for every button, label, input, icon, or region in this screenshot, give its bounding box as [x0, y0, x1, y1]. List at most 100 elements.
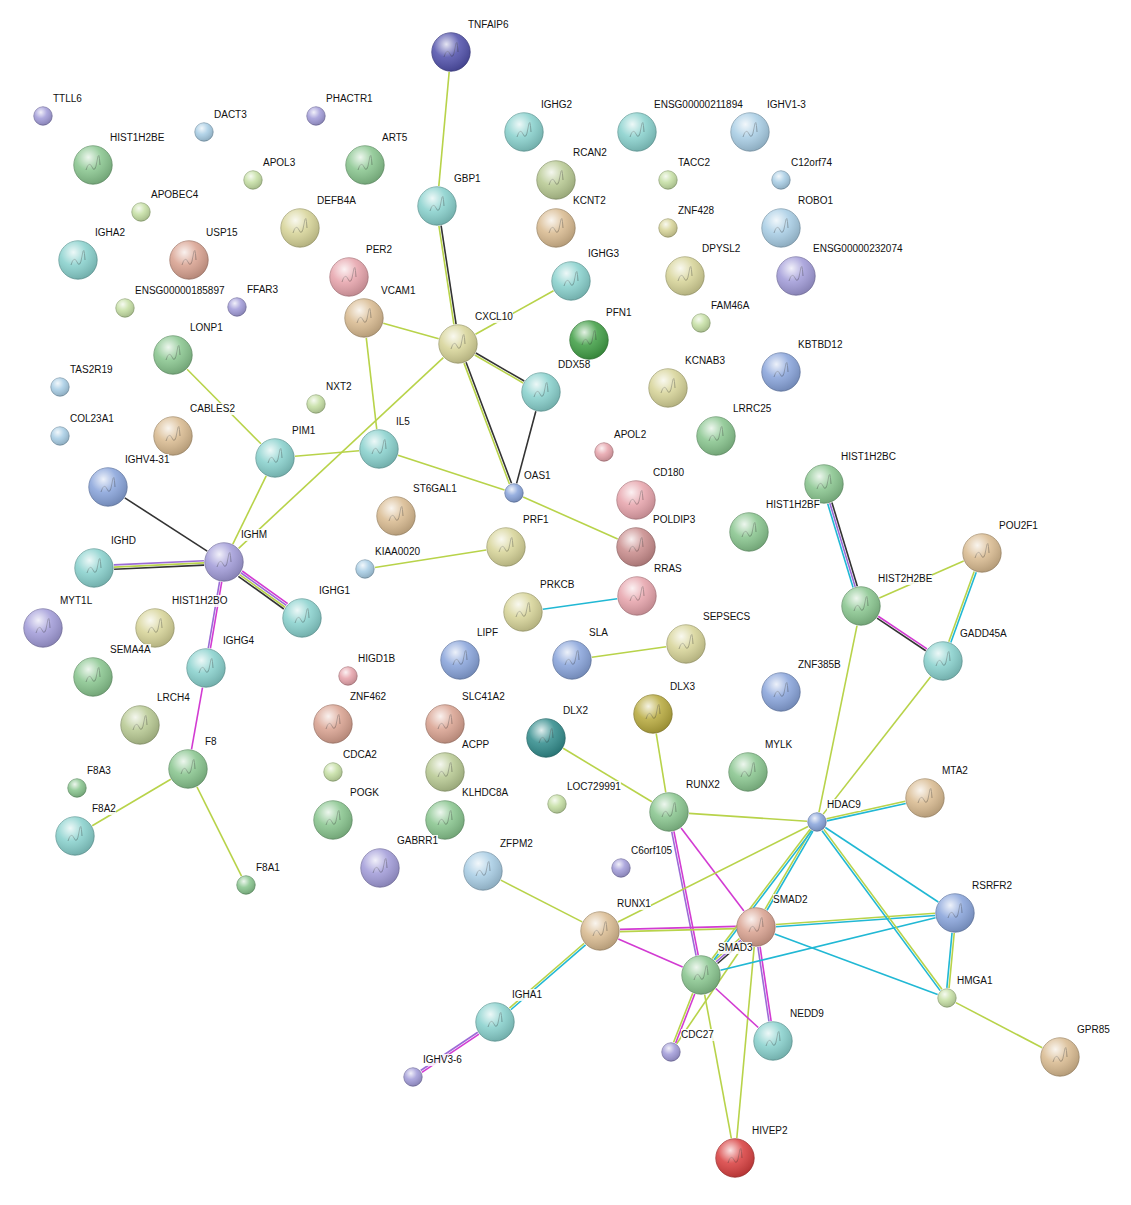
protein-node: NEDD9: [753, 1021, 793, 1061]
node-circle: [425, 752, 465, 792]
node-shine: [281, 209, 319, 247]
node-shine: [762, 353, 800, 391]
node-shine: [731, 113, 769, 151]
gene-label: RSRFR2: [972, 880, 1012, 892]
node-shine: [132, 203, 150, 221]
interaction-edge: [765, 830, 813, 910]
gene-label: KBTBD12: [798, 339, 842, 351]
node-shine: [51, 378, 69, 396]
gene-label: HDAC9: [827, 799, 861, 811]
interaction-edge: [208, 582, 221, 649]
protein-node: IGHG2: [504, 112, 544, 152]
protein-node: ENSG00000185897: [115, 298, 135, 318]
node-fill: [426, 705, 464, 743]
protein-node: KCNT2: [536, 208, 576, 248]
edge-stroke: [295, 451, 359, 457]
protein-node: CD180: [616, 480, 656, 520]
protein-node: SEMA4A: [73, 657, 113, 697]
node-fill: [432, 33, 470, 71]
node-circle: [536, 208, 576, 248]
edge-stroke: [439, 226, 454, 324]
node-fill: [634, 695, 672, 733]
gene-label: FAM46A: [711, 300, 749, 312]
edge-stroke: [737, 947, 754, 1138]
protein-node: IGHA2: [58, 240, 98, 280]
protein-node: CDC27: [661, 1042, 681, 1062]
node-fill: [228, 298, 246, 316]
protein-node: SMAD2: [736, 907, 776, 947]
gene-label: ST6GAL1: [413, 483, 457, 495]
node-shine: [170, 241, 208, 279]
node-fill: [426, 753, 464, 791]
node-circle: [569, 320, 609, 360]
node-circle: [463, 851, 503, 891]
gene-label: MYT1L: [60, 595, 92, 607]
node-fill: [659, 219, 677, 237]
protein-node: LONP1: [153, 335, 193, 375]
gene-label: HIGD1B: [358, 653, 395, 665]
node-shine: [283, 599, 321, 637]
node-shine: [314, 801, 352, 839]
node-shine: [667, 625, 705, 663]
node-shine: [74, 146, 112, 184]
node-circle: [376, 496, 416, 536]
edge-stroke: [656, 734, 666, 793]
node-circle: [50, 377, 70, 397]
node-circle: [425, 800, 465, 840]
node-circle: [67, 778, 87, 798]
protein-node: TTLL6: [33, 106, 53, 126]
gene-label: IGHG3: [588, 248, 619, 260]
node-shine: [762, 673, 800, 711]
gene-label: DLX3: [670, 681, 695, 693]
protein-node: POGK: [313, 800, 353, 840]
protein-node: MYT1L: [23, 608, 63, 648]
protein-node: ZNF462: [313, 704, 353, 744]
node-circle: [50, 426, 70, 446]
node-circle: [841, 586, 881, 626]
node-fill: [256, 439, 294, 477]
protein-node: DACT3: [194, 122, 214, 142]
node-fill: [51, 378, 69, 396]
node-fill: [504, 593, 542, 631]
node-shine: [307, 395, 325, 413]
node-shine: [361, 849, 399, 887]
node-shine: [476, 1003, 514, 1041]
node-circle: [153, 335, 193, 375]
edge-stroke: [819, 626, 857, 813]
node-circle: [153, 416, 193, 456]
node-fill: [666, 257, 704, 295]
protein-node: SMAD3: [681, 955, 721, 995]
gene-label: HIST1H2BF: [766, 499, 820, 511]
node-fill: [205, 543, 243, 581]
node-fill: [595, 443, 613, 461]
edge-stroke: [592, 647, 666, 657]
protein-node: PRKCB: [503, 592, 543, 632]
edge-stroke: [208, 582, 219, 649]
node-fill: [116, 299, 134, 317]
node-circle: [658, 218, 678, 238]
node-shine: [682, 956, 720, 994]
gene-label: NEDD9: [790, 1008, 824, 1020]
node-fill: [729, 753, 767, 791]
protein-node: FFAR3: [227, 297, 247, 317]
node-shine: [121, 706, 159, 744]
interaction-edge: [716, 989, 759, 1028]
node-fill: [650, 793, 688, 831]
node-circle: [168, 749, 208, 789]
node-shine: [324, 763, 342, 781]
edge-stroke: [192, 688, 203, 750]
protein-node: LIPF: [440, 640, 480, 680]
node-circle: [536, 160, 576, 200]
node-fill: [132, 203, 150, 221]
node-shine: [345, 299, 383, 337]
node-fill: [34, 107, 52, 125]
node-shine: [527, 719, 565, 757]
protein-node: HIST1H2BO: [135, 608, 175, 648]
gene-label: SMAD3: [718, 942, 752, 954]
node-circle: [715, 1138, 755, 1178]
node-circle: [547, 794, 567, 814]
node-circle: [120, 705, 160, 745]
node-fill: [426, 801, 464, 839]
interaction-edge: [618, 939, 682, 967]
node-circle: [617, 112, 657, 152]
